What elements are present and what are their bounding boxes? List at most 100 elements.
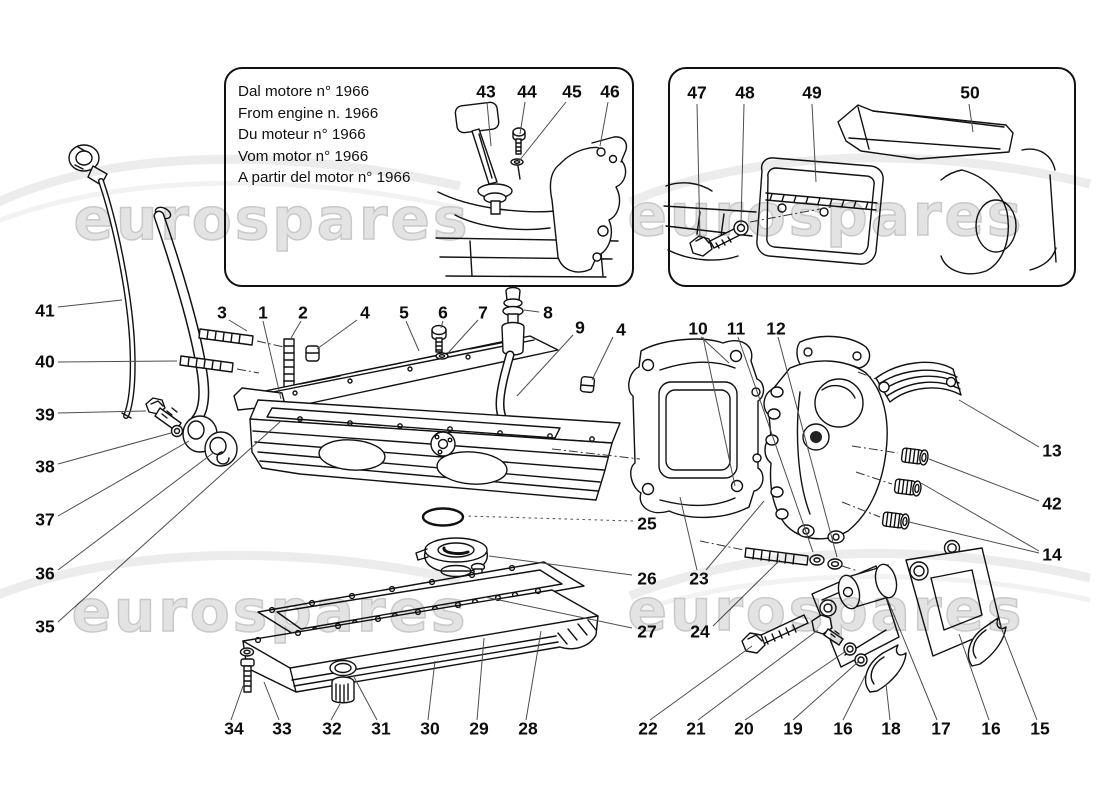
leader-line-44 — [519, 101, 526, 135]
leader-line-38 — [57, 432, 172, 465]
leader-line-19 — [792, 661, 859, 721]
part-label-14: 14 — [1042, 544, 1062, 565]
note-line-fr: Du moteur n° 1966 — [238, 126, 366, 143]
leader-line-50 — [968, 103, 974, 133]
leader-line-31 — [353, 676, 378, 721]
leader-line-16 — [958, 633, 990, 721]
part-label-5: 5 — [399, 302, 409, 323]
leader-line-14 — [920, 482, 1040, 552]
leader-line-11 — [737, 336, 814, 553]
leader-line-26 — [488, 555, 633, 576]
part-label-30: 30 — [420, 718, 440, 739]
leader-line-14 — [904, 520, 1040, 554]
part-label-4-2: 4 — [616, 319, 626, 340]
plugs-drawing — [881, 447, 961, 557]
part-label-50: 50 — [960, 82, 980, 103]
part-label-44: 44 — [517, 81, 537, 102]
gasket-plate-drawing — [259, 324, 559, 409]
bell-housing-drawing — [628, 338, 765, 519]
part-label-18: 18 — [881, 718, 901, 739]
sump-housing-drawing — [233, 387, 621, 501]
part-label-6: 6 — [438, 302, 448, 323]
leader-line-5 — [405, 320, 420, 352]
part-label-35: 35 — [35, 616, 55, 637]
leader-line-22 — [649, 645, 753, 721]
studs-drawing — [179, 328, 254, 373]
part-label-8: 8 — [543, 302, 553, 323]
note-line-en: From engine n. 1966 — [238, 104, 379, 122]
part-label-11: 11 — [726, 318, 746, 339]
leader-line-43 — [486, 101, 492, 147]
part-label-2: 2 — [298, 302, 308, 323]
part-label-4: 4 — [360, 302, 370, 323]
part-label-19: 19 — [783, 718, 803, 739]
part-label-20: 20 — [734, 718, 754, 739]
part-label-1: 1 — [258, 302, 268, 323]
leader-line-2 — [290, 320, 302, 339]
part-label-48: 48 — [735, 82, 755, 103]
part-label-46: 46 — [600, 81, 620, 102]
strap-drawing — [875, 361, 962, 403]
leader-line-18 — [885, 683, 891, 721]
leader-line-34 — [230, 685, 244, 721]
note-line-it: Dal motore n° 1966 — [238, 83, 370, 100]
clip-4-drawing — [305, 345, 596, 394]
bolt-39-drawing — [145, 397, 184, 438]
leader-line-13 — [958, 399, 1040, 448]
leader-line-30 — [427, 660, 436, 721]
part-label-36: 36 — [35, 563, 55, 584]
part-label-23: 23 — [689, 568, 709, 589]
leader-line-4 — [316, 319, 358, 350]
part-label-41: 41 — [35, 300, 55, 321]
part-label-21: 21 — [686, 718, 706, 739]
leader-line-10 — [700, 336, 730, 364]
part-label-16-2: 16 — [981, 718, 1001, 739]
leader-line-37 — [57, 440, 190, 517]
part-label-37: 37 — [35, 509, 55, 530]
pan-bolt-plug-drawing — [239, 647, 357, 704]
leader-line-33 — [263, 681, 280, 721]
leader-line-15 — [998, 621, 1038, 721]
part-label-24: 24 — [690, 621, 710, 642]
part-label-13: 13 — [1042, 440, 1062, 461]
leader-line-20 — [744, 650, 847, 721]
leader-line-4 — [591, 336, 614, 381]
leader-line-8 — [523, 309, 540, 313]
leader-line-45 — [518, 101, 567, 162]
leader-line-1 — [262, 320, 282, 400]
part-label-31: 31 — [371, 718, 391, 739]
part-label-15: 15 — [1030, 718, 1050, 739]
leader-line-9 — [516, 334, 574, 397]
part-label-7: 7 — [478, 302, 488, 323]
part-label-29: 29 — [469, 718, 489, 739]
part-label-32: 32 — [322, 718, 342, 739]
leader-line-16 — [842, 673, 867, 721]
part-label-33: 33 — [272, 718, 292, 739]
part-label-49: 49 — [802, 82, 822, 103]
part-label-39: 39 — [35, 404, 55, 425]
part-label-28: 28 — [518, 718, 538, 739]
leader-line-46 — [599, 101, 609, 147]
part-label-43: 43 — [476, 81, 496, 102]
part-label-22: 22 — [638, 718, 658, 739]
leader-line-10 — [702, 336, 736, 487]
leader-line-36 — [57, 452, 214, 571]
leader-line-6 — [440, 320, 444, 329]
part-label-25: 25 — [637, 513, 657, 534]
part-label-12: 12 — [766, 318, 786, 339]
leader-line-32 — [330, 703, 341, 721]
leader-line-17 — [886, 597, 938, 721]
part-label-9: 9 — [575, 317, 585, 338]
part-label-47: 47 — [687, 82, 707, 103]
leader-line-25 — [465, 515, 634, 522]
part-label-38: 38 — [35, 456, 55, 477]
part-label-10: 10 — [688, 318, 708, 339]
part-label-3: 3 — [217, 302, 227, 323]
leader-line-42 — [928, 458, 1040, 502]
part-label-34: 34 — [224, 718, 244, 739]
leader-line-39 — [57, 410, 147, 414]
leader-line-21 — [697, 629, 819, 721]
